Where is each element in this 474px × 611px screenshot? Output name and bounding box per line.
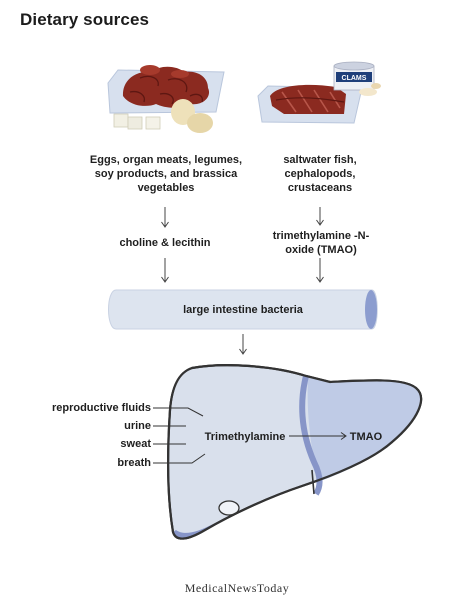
excretion-sweat: sweat [120,438,151,450]
choline-lecithin-label: choline & lecithin [119,237,211,249]
arrow-left-lower [161,258,169,283]
page-title: Dietary sources [20,10,150,29]
liver-trimethylamine-label: Trimethylamine [204,431,286,443]
medicalnewstoday-logo: MedicalNewsToday [184,581,290,595]
liver-illustration [167,364,422,540]
arrow-left-upper [161,207,169,228]
tmao-source-label: trimethylamine -N-oxide (TMAO) [272,230,370,256]
seafood-illustration: CLAMS [257,61,381,124]
clams-can-label: CLAMS [342,75,367,82]
tube-label: large intestine bacteria [183,304,303,316]
source-right-text: saltwater fish, cephalopods, crustaceans [283,154,357,194]
arrow-right-lower [316,258,324,283]
liver-tmao-label: TMAO [349,431,383,443]
source-left-text: Eggs, organ meats, legumes, soy products… [89,154,243,194]
arrow-right-upper [316,207,324,226]
excretion-connectors [153,407,206,464]
arrow-tma-to-tmao [289,432,347,440]
excretion-breath: breath [117,457,151,469]
intestine-tube [108,289,378,330]
excretion-reproductive-fluids: reproductive fluids [51,402,151,414]
arrow-tube-to-liver [239,334,247,355]
organ-meats-illustration [107,65,225,133]
excretion-urine: urine [124,420,151,432]
